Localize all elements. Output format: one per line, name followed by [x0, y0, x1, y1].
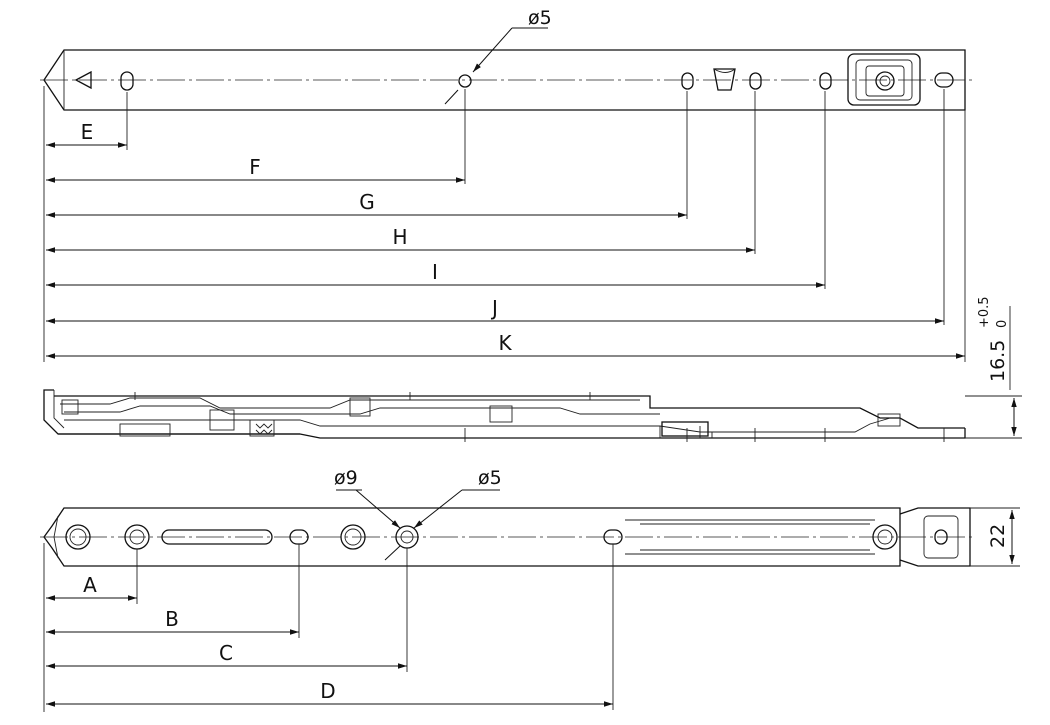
square-housing-icon: [847, 53, 921, 106]
top-hole-callout-text: ø5: [528, 7, 552, 29]
dim-label-i: I: [432, 260, 438, 284]
dim-label-f: F: [249, 155, 261, 179]
cup-tab-icon: [713, 68, 736, 91]
dim-label-h: H: [392, 225, 407, 249]
top-view: ø5 E F G H I J: [40, 7, 972, 362]
dim-label-e: E: [81, 120, 94, 144]
bottom-height-dimension: 22: [987, 524, 1009, 548]
dim-label-d: D: [320, 679, 335, 703]
bottom-hole-mid: [340, 524, 366, 550]
top-hole-g: [681, 72, 694, 90]
side-height-tolerance-upper: +0.5: [977, 296, 992, 328]
bottom-dimensions: A B C D: [46, 573, 613, 707]
bottom-callout-large-text: ø9: [334, 467, 358, 489]
dim-label-b: B: [165, 607, 179, 631]
dim-label-a: A: [83, 573, 97, 597]
triangle-mark-icon: [74, 70, 92, 90]
bottom-view: ø9 ø5 A B C D: [40, 467, 1020, 712]
dim-label-j: J: [490, 296, 498, 320]
top-slot-j: [934, 72, 954, 88]
top-hole-callout: ø5: [444, 7, 552, 105]
top-slot-e: [120, 71, 134, 91]
bottom-hole-right: [872, 524, 898, 550]
bottom-callout-small-text: ø5: [478, 467, 502, 489]
side-height-label: 16.5: [987, 340, 1009, 382]
side-height-dimension: 16.5 +0.5 0: [977, 296, 1010, 382]
side-height-tolerance-lower: 0: [995, 320, 1010, 328]
bottom-callout-small: ø5: [384, 467, 502, 561]
bottom-callout-large: ø9: [334, 467, 401, 529]
dim-label-g: G: [359, 190, 375, 214]
top-hole-i: [819, 72, 832, 90]
side-view: 16.5 +0.5 0: [43, 296, 1022, 442]
dim-label-k: K: [498, 331, 512, 355]
top-extension-lines: [43, 86, 966, 362]
top-hole-h: [749, 72, 762, 90]
top-dimensions: E F G H I J K: [46, 120, 965, 359]
dim-label-c: C: [219, 641, 233, 665]
bottom-hole-left: [65, 524, 91, 550]
bottom-height-label: 22: [987, 524, 1009, 548]
top-hole-f: [458, 74, 472, 88]
top-bar-outline: [43, 49, 966, 111]
bottom-long-slot: [161, 529, 273, 545]
